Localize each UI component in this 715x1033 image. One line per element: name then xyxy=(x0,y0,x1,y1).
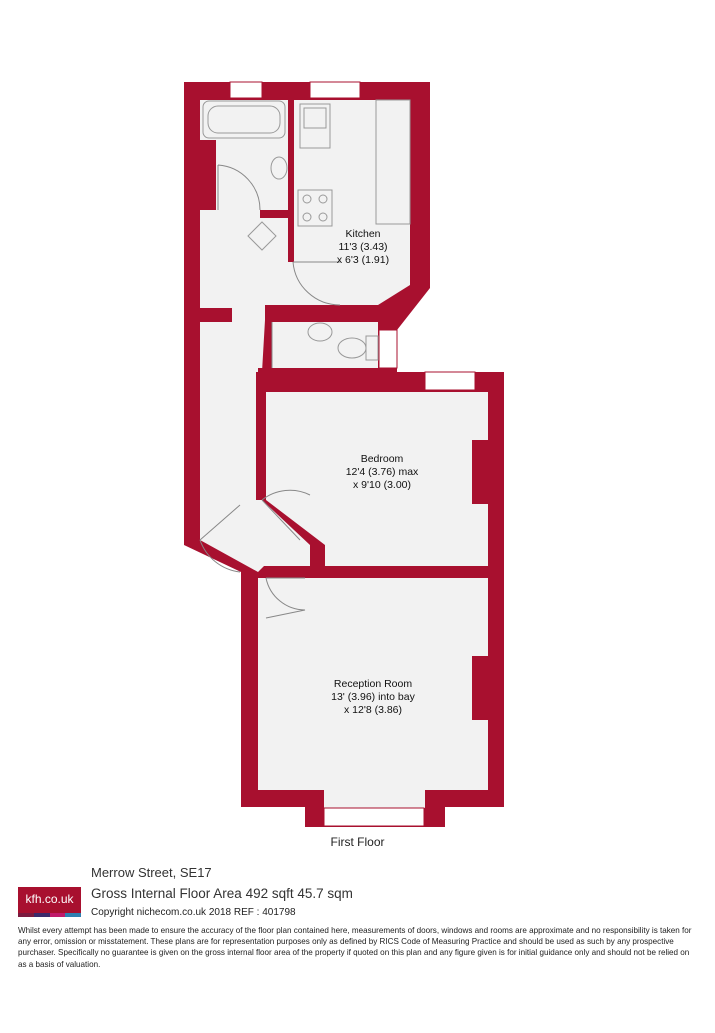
internal-walls xyxy=(200,98,504,720)
wall-bedroom-reception xyxy=(310,566,504,578)
kitchen-worktop xyxy=(375,99,411,225)
logo-stripe xyxy=(18,913,34,917)
hall-floor xyxy=(200,100,340,572)
bedroom-dim2: x 9'10 (3.00) xyxy=(353,479,411,491)
floor-plan: Kitchen 11'3 (3.43) x 6'3 (1.91) Bedroom… xyxy=(184,81,504,827)
wall-bath-hall xyxy=(260,210,293,218)
reception-label: Reception Room xyxy=(334,678,412,690)
chimney-reception xyxy=(472,656,488,720)
kitchen-floor xyxy=(293,100,410,305)
floor-label: First Floor xyxy=(330,835,385,849)
wall-bath-kitchen xyxy=(288,98,294,262)
kitchen-dim1: 11'3 (3.43) xyxy=(338,241,387,253)
window-kitchen xyxy=(309,81,361,99)
kitchen-label: Kitchen xyxy=(345,228,380,240)
hob-ring xyxy=(318,194,328,204)
bedroom-floor xyxy=(266,392,488,566)
hob-ring xyxy=(302,194,312,204)
bedroom-label: Bedroom xyxy=(361,453,404,465)
door-kitchen xyxy=(292,261,341,306)
bathtub xyxy=(202,100,286,139)
doors xyxy=(199,164,341,619)
room-labels: Kitchen 11'3 (3.43) x 6'3 (1.91) Bedroom… xyxy=(331,228,419,716)
reception-dim1: 13' (3.96) into bay xyxy=(331,691,415,703)
reception-floor xyxy=(258,578,488,808)
hob-ring xyxy=(318,212,328,222)
wall-wc-bedroom xyxy=(258,368,378,392)
kfh-logo: kfh.co.uk xyxy=(18,887,81,917)
floor-areas xyxy=(200,100,488,808)
wall-hall-wc-left xyxy=(200,308,232,322)
logo-stripe xyxy=(65,913,81,917)
door-bedroom xyxy=(261,489,311,541)
door-entrance xyxy=(199,504,241,573)
wall-wc-kitchen xyxy=(285,305,395,319)
logo-stripes xyxy=(18,913,81,917)
kitchen-sink xyxy=(299,103,331,149)
wc-floor xyxy=(272,322,378,368)
kitchen-dim2: x 6'3 (1.91) xyxy=(337,254,389,266)
chimney-bedroom xyxy=(472,440,488,504)
floor-area: Gross Internal Floor Area 492 sqft 45.7 … xyxy=(91,886,353,901)
wall-hall-reception xyxy=(241,572,263,578)
hob xyxy=(297,189,333,227)
pillar-bath xyxy=(200,140,216,210)
logo-stripe xyxy=(33,913,50,917)
logo-text: kfh.co.uk xyxy=(25,892,74,906)
hob-ring xyxy=(302,212,312,222)
bathtub-inner xyxy=(207,105,281,134)
bath-sink xyxy=(270,156,288,180)
door-bathroom xyxy=(217,164,261,211)
property-address: Merrow Street, SE17 xyxy=(91,865,212,880)
window-bathroom xyxy=(229,81,263,99)
window-bedroom xyxy=(424,371,476,391)
kitchen-sink-bowl xyxy=(303,107,327,129)
door-reception xyxy=(265,577,306,619)
disclaimer: Whilst every attempt has been made to en… xyxy=(18,926,692,969)
wall-hall-bedroom xyxy=(256,372,266,500)
reception-dim2: x 12'8 (3.86) xyxy=(344,704,402,716)
windows xyxy=(229,81,476,827)
copyright: Copyright nichecom.co.uk 2018 REF : 4017… xyxy=(91,907,296,918)
wc-sink xyxy=(307,322,333,342)
window-wc xyxy=(378,329,398,369)
bedroom-dim1: 12'4 (3.76) max xyxy=(346,466,419,478)
hall-cupboard xyxy=(247,221,277,251)
wall-hall-wc-right xyxy=(265,308,285,322)
logo-stripe xyxy=(49,913,66,917)
window-reception-bay xyxy=(323,807,425,827)
fixtures xyxy=(202,99,411,361)
wc-cistern xyxy=(365,335,379,361)
